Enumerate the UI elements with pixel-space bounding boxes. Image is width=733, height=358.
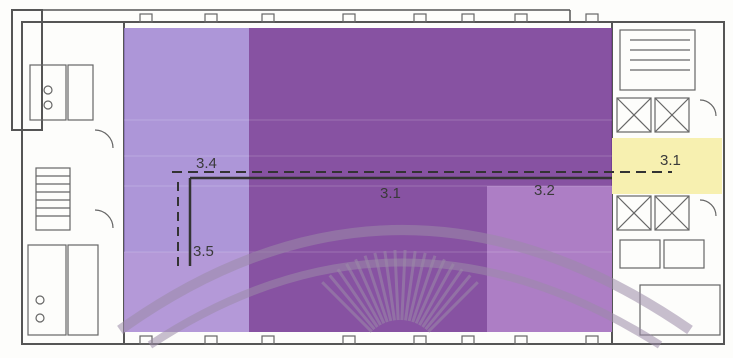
watermark-ray xyxy=(427,281,479,333)
label-3-1-center: 3.1 xyxy=(380,185,401,202)
watermark-ray xyxy=(411,255,437,323)
column-marker xyxy=(139,13,153,23)
column-marker xyxy=(342,335,356,345)
watermark-ray xyxy=(418,263,455,326)
watermark-ray xyxy=(363,255,389,323)
column-marker xyxy=(413,335,427,345)
watermark-ray xyxy=(414,258,446,325)
column-marker xyxy=(261,13,275,23)
left-service-core xyxy=(27,64,114,336)
column-marker xyxy=(413,13,427,23)
column-marker xyxy=(342,13,356,23)
zone-yellow-strip xyxy=(612,138,722,194)
column-marker xyxy=(585,335,599,345)
label-3-4: 3.4 xyxy=(196,155,217,172)
column-marker xyxy=(461,13,475,23)
watermark-seal xyxy=(117,225,693,349)
structural-columns xyxy=(139,13,599,345)
watermark-ray xyxy=(407,252,427,322)
label-3-2: 3.2 xyxy=(534,182,555,199)
watermark-ray xyxy=(336,268,379,328)
column-marker xyxy=(204,335,218,345)
watermark-ray xyxy=(404,250,417,321)
watermark-ray xyxy=(383,250,396,321)
watermark-ray xyxy=(400,250,407,321)
watermark-ray xyxy=(424,274,472,331)
watermark-ray xyxy=(328,274,376,331)
column-marker xyxy=(461,335,475,345)
watermark-ray xyxy=(354,258,386,325)
watermark-ray xyxy=(345,263,382,326)
label-3-5: 3.5 xyxy=(193,243,214,260)
label-3-1-right: 3.1 xyxy=(660,152,681,169)
column-marker xyxy=(514,13,528,23)
watermark-ray xyxy=(321,281,373,333)
circulation-lines xyxy=(172,171,672,270)
watermark-ray xyxy=(421,268,464,328)
right-service-core xyxy=(616,29,721,336)
column-marker xyxy=(261,335,275,345)
column-marker xyxy=(585,13,599,23)
watermark-ray xyxy=(393,250,400,321)
watermark-ray xyxy=(373,252,393,322)
column-marker xyxy=(514,335,528,345)
column-marker xyxy=(204,13,218,23)
building-walls xyxy=(11,9,725,345)
